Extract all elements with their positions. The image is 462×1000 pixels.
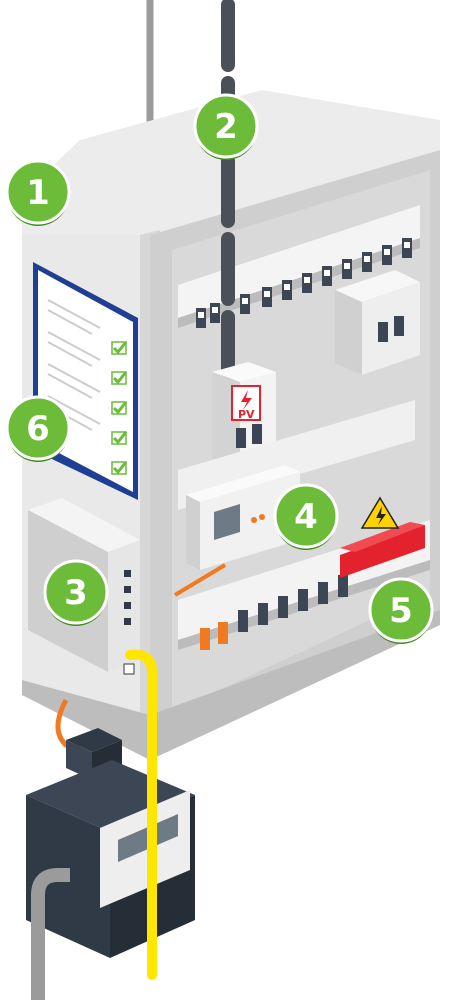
check-icon bbox=[112, 401, 128, 415]
orange-cable-inside bbox=[173, 563, 227, 597]
check-icon bbox=[112, 341, 128, 355]
pv-switch bbox=[236, 428, 246, 448]
right-module-side bbox=[335, 290, 362, 375]
meter-module-top bbox=[186, 465, 300, 502]
badge-6-number: 6 bbox=[26, 409, 50, 449]
badge-1: 1 bbox=[5, 159, 71, 226]
network-port bbox=[124, 586, 131, 593]
pv-label: PV bbox=[238, 408, 255, 421]
right-module-switch bbox=[394, 316, 404, 336]
bottom-breaker-orange bbox=[218, 622, 228, 644]
top-din-rail bbox=[178, 205, 420, 318]
network-box-top bbox=[28, 498, 140, 552]
pv-label-box bbox=[231, 385, 261, 421]
network-port bbox=[124, 570, 131, 577]
bottom-breaker-orange bbox=[200, 628, 210, 650]
right-module-switch bbox=[378, 322, 388, 342]
meter-display bbox=[214, 504, 240, 540]
bottom-breaker-row bbox=[238, 575, 348, 632]
network-port bbox=[124, 602, 131, 609]
network-power-port bbox=[123, 663, 135, 675]
conduit-coupler-front bbox=[66, 740, 92, 780]
lightning-bolt-icon bbox=[241, 390, 252, 410]
bottom-breaker bbox=[338, 575, 348, 597]
meter-led bbox=[259, 514, 265, 520]
top-breaker-tabs bbox=[198, 242, 410, 318]
conduit-coupler bbox=[66, 728, 122, 752]
badge-1-circle bbox=[5, 159, 71, 225]
checkbox bbox=[111, 341, 127, 355]
orange-cable-bottom bbox=[55, 698, 80, 748]
checkbox bbox=[111, 401, 127, 415]
bottom-breaker bbox=[238, 610, 248, 632]
check-icon bbox=[112, 461, 128, 475]
badge-5-circle bbox=[368, 577, 434, 643]
red-fuse-block bbox=[340, 525, 425, 578]
checklist-checks bbox=[111, 341, 128, 475]
check-icon bbox=[112, 431, 128, 445]
checkbox bbox=[111, 371, 127, 385]
checkbox bbox=[111, 431, 127, 445]
meter-module-side bbox=[186, 495, 200, 570]
badge-4-circle bbox=[273, 483, 339, 549]
top-din-rail-shadow bbox=[178, 238, 420, 328]
badge-3-circle bbox=[43, 559, 109, 625]
checkbox bbox=[111, 461, 127, 475]
pv-isolator-top bbox=[212, 362, 276, 382]
network-port bbox=[124, 618, 131, 625]
network-ports bbox=[124, 570, 131, 625]
bottom-breaker bbox=[278, 596, 288, 618]
badge-2-circle bbox=[193, 93, 259, 159]
check-icon bbox=[112, 371, 128, 385]
red-fuse-block-top bbox=[340, 522, 425, 552]
gray-pipe-bottom bbox=[31, 868, 70, 1000]
badge-5-number: 5 bbox=[389, 591, 413, 631]
warning-bolt bbox=[376, 506, 386, 525]
badge-6-circle bbox=[5, 395, 71, 461]
bottom-breaker bbox=[258, 603, 268, 625]
badge-6: 6 bbox=[5, 395, 71, 462]
badge-3: 3 bbox=[43, 559, 109, 626]
badge-3-number: 3 bbox=[64, 573, 88, 613]
badge-4: 4 bbox=[273, 483, 339, 550]
right-module-front bbox=[362, 282, 420, 375]
badge-2-number: 2 bbox=[214, 107, 238, 147]
pv-switch bbox=[252, 424, 262, 444]
right-module-top bbox=[335, 270, 420, 302]
yellow-cable bbox=[125, 649, 157, 980]
cabinet-bottom-lip bbox=[22, 610, 440, 760]
bottom-breaker bbox=[298, 589, 308, 611]
badge-2: 2 bbox=[193, 93, 259, 160]
badge-1-number: 1 bbox=[26, 173, 50, 213]
badge-4-number: 4 bbox=[294, 497, 318, 537]
meter-module-front bbox=[200, 472, 300, 570]
bottom-breaker bbox=[318, 582, 328, 604]
meter-led bbox=[251, 517, 257, 523]
badge-5: 5 bbox=[368, 577, 434, 644]
